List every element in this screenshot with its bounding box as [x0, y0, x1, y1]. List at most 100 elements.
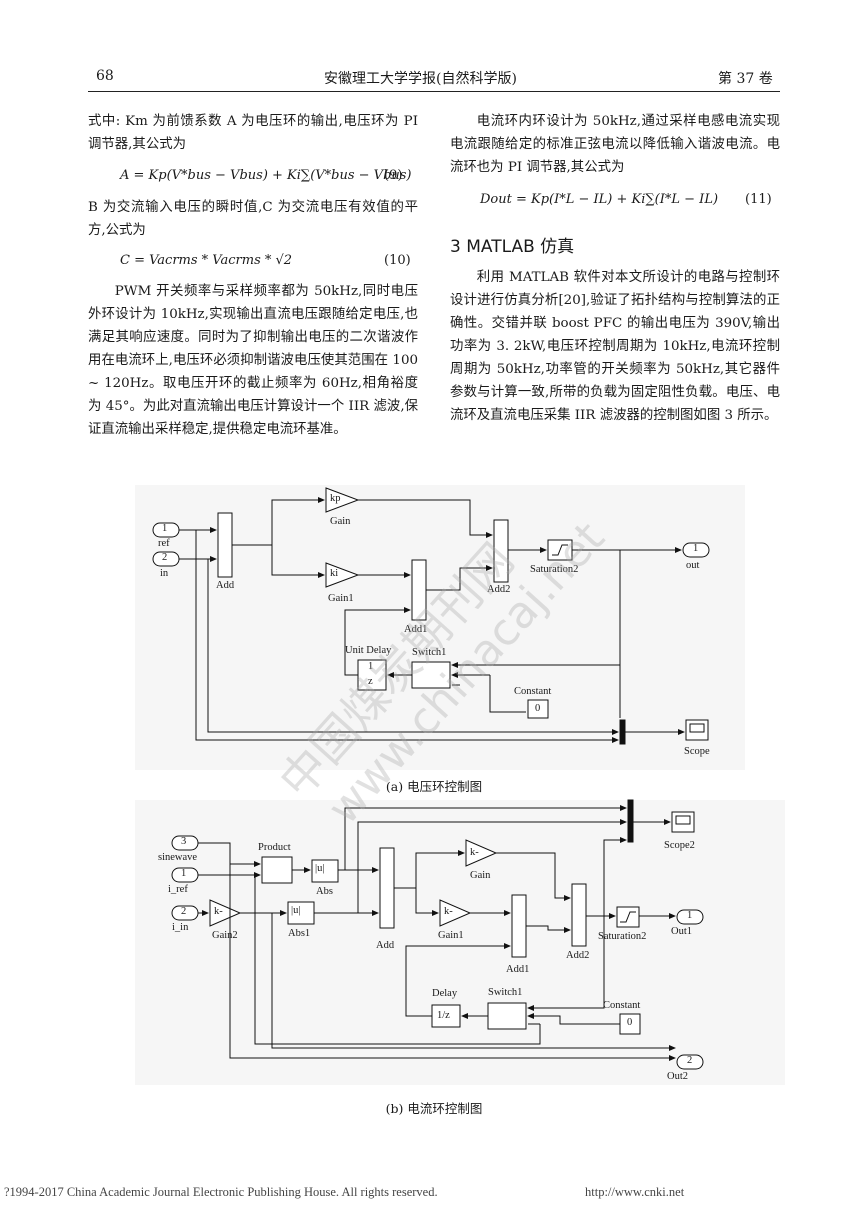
gain-kp-block: [325, 487, 360, 513]
gain1-block-b: [439, 899, 472, 927]
header-rule: [88, 91, 780, 92]
out1-number: 1: [687, 910, 693, 921]
equation-10: C = Vacrms * Vacrms * √2: [120, 253, 293, 268]
gain2-glyph: k-: [214, 906, 223, 917]
add-label-b: Add: [376, 940, 395, 951]
inport-sinewave-label: sinewave: [158, 852, 198, 863]
inport-i-ref-number: 1: [181, 868, 187, 879]
outport-out: [682, 542, 710, 558]
gain2-label: Gain2: [212, 930, 238, 941]
add1-label: Add1: [404, 624, 428, 635]
inport-in-number: 2: [162, 552, 168, 563]
left-paragraph-1: 式中: Km 为前馈系数 A 为电压环的输出,电压环为 PI 调节器,其公式为: [88, 114, 418, 152]
add1-label-b: Add1: [506, 964, 530, 975]
product-block: [261, 856, 293, 884]
abs-glyph: |u|: [315, 863, 325, 874]
add2-block-b: [571, 883, 587, 947]
constant-block: [527, 699, 549, 719]
equation-9: A = Kp(V*bus − Vbus) + Ki∑(V*bus − Vbus): [120, 168, 412, 183]
gain-label-b: Gain: [470, 870, 491, 881]
switch1-label: Switch1: [412, 647, 447, 658]
left-col-p1-block: 式中: Km 为前馈系数 A 为电压环的输出,电压环为 PI 调节器,其公式为: [88, 110, 418, 156]
constant-label: Constant: [514, 686, 552, 697]
left-paragraph-3: PWM 开关频率与采样频率都为 50kHz,同时电压外环设计为 10kHz,实现…: [88, 284, 418, 437]
gain-kp-text: kp: [330, 493, 341, 504]
figure-b-diagram: [135, 799, 785, 1085]
unit-delay-label: Unit Delay: [345, 645, 392, 656]
footer-copyright: ?1994-2017 China Academic Journal Electr…: [4, 1185, 438, 1199]
scope2-label: Scope2: [664, 840, 695, 851]
figure-a-diagram: [135, 485, 745, 770]
abs1-label: Abs1: [288, 928, 311, 939]
left-col-p2-block: B 为交流输入电压的瞬时值,C 为交流电压有效值的平方,公式为: [88, 196, 418, 242]
mux-bar-b: [627, 799, 634, 843]
add2-block: [493, 519, 509, 583]
switch1-block: [411, 661, 451, 689]
add2-label-b: Add2: [566, 950, 590, 961]
abs1-glyph: |u|: [291, 905, 301, 916]
gain-ki-block: [325, 562, 360, 588]
gain1-label-b: Gain1: [438, 930, 464, 941]
constant-value: 0: [535, 703, 541, 714]
scope2-block: [671, 811, 695, 833]
left-paragraph-2: B 为交流输入电压的瞬时值,C 为交流电压有效值的平方,公式为: [88, 200, 418, 238]
unit-delay-denominator: z: [368, 676, 373, 687]
add-label: Add: [216, 580, 235, 591]
switch1-label-b: Switch1: [488, 987, 523, 998]
out2-label: Out2: [667, 1071, 688, 1082]
inport-sinewave-number: 3: [181, 836, 187, 847]
abs-block: [311, 859, 339, 883]
constant-label-b: Constant: [603, 1000, 641, 1011]
right-col-p2-block: 利用 MATLAB 软件对本文所设计的电路与控制环设计进行仿真分析[20],验证…: [450, 266, 780, 427]
saturation2-label: Saturation2: [530, 564, 579, 575]
right-paragraph-2: 利用 MATLAB 软件对本文所设计的电路与控制环设计进行仿真分析[20],验证…: [450, 270, 780, 423]
delay-label: Delay: [432, 988, 458, 999]
constant-value-b: 0: [627, 1017, 633, 1028]
equation-11: Dout = Kp(I*L − IL) + Ki∑(I*L − IL): [480, 192, 719, 207]
journal-title: 安徽理工大学学报(自然科学版): [324, 71, 517, 87]
gain1-glyph-b: k-: [444, 906, 453, 917]
switch1-block-b: [487, 1002, 527, 1030]
left-col-p3-block: PWM 开关频率与采样频率都为 50kHz,同时电压外环设计为 10kHz,实现…: [88, 280, 418, 441]
right-paragraph-1: 电流环内环设计为 50kHz,通过采样电感电流实现电流跟随给定的标准正弦电流以降…: [450, 114, 780, 175]
inport-ref-label: ref: [158, 538, 170, 549]
inport-i-in-number: 2: [181, 906, 187, 917]
outport-out1: [676, 909, 704, 925]
unit-delay-numerator: 1: [368, 661, 374, 672]
volume-number: 第 37 卷: [718, 71, 773, 87]
right-col-p1-block: 电流环内环设计为 50kHz,通过采样电感电流实现电流跟随给定的标准正弦电流以降…: [450, 110, 780, 179]
delay-value: 1/z: [437, 1010, 450, 1021]
gain-label: Gain: [330, 516, 351, 527]
scope-label: Scope: [684, 746, 710, 757]
outport-out2: [676, 1054, 704, 1070]
figure-b-caption: (b) 电流环控制图: [385, 1101, 483, 1116]
abs-label: Abs: [316, 886, 333, 897]
outport-number: 1: [693, 543, 699, 554]
inport-in-label: in: [160, 568, 169, 579]
gain2-block: [209, 899, 242, 927]
scope-block: [685, 719, 709, 741]
equation-11-number: (11): [745, 192, 772, 207]
equation-10-number: (10): [384, 253, 411, 268]
gain-block-b: [465, 839, 498, 867]
gain-glyph-b: k-: [470, 847, 479, 858]
outport-label: out: [686, 560, 700, 571]
out2-number: 2: [687, 1055, 693, 1066]
equation-9-number: (9): [384, 168, 403, 183]
product-label: Product: [258, 842, 291, 853]
add2-label: Add2: [487, 584, 511, 595]
section-title: 3 MATLAB 仿真: [450, 237, 575, 257]
out1-label: Out1: [671, 926, 692, 937]
footer-url: http://www.cnki.net: [585, 1185, 685, 1199]
page-number: 68: [96, 68, 114, 84]
gain1-label: Gain1: [328, 593, 354, 604]
saturation2-label-b: Saturation2: [598, 931, 647, 942]
figure-a-caption: (a) 电压环控制图: [385, 779, 483, 794]
inport-ref-number: 1: [162, 523, 168, 534]
inport-i-in-label: i_in: [172, 922, 189, 933]
inport-i-ref-label: i_ref: [168, 884, 188, 895]
gain-ki-text: ki: [330, 568, 339, 579]
